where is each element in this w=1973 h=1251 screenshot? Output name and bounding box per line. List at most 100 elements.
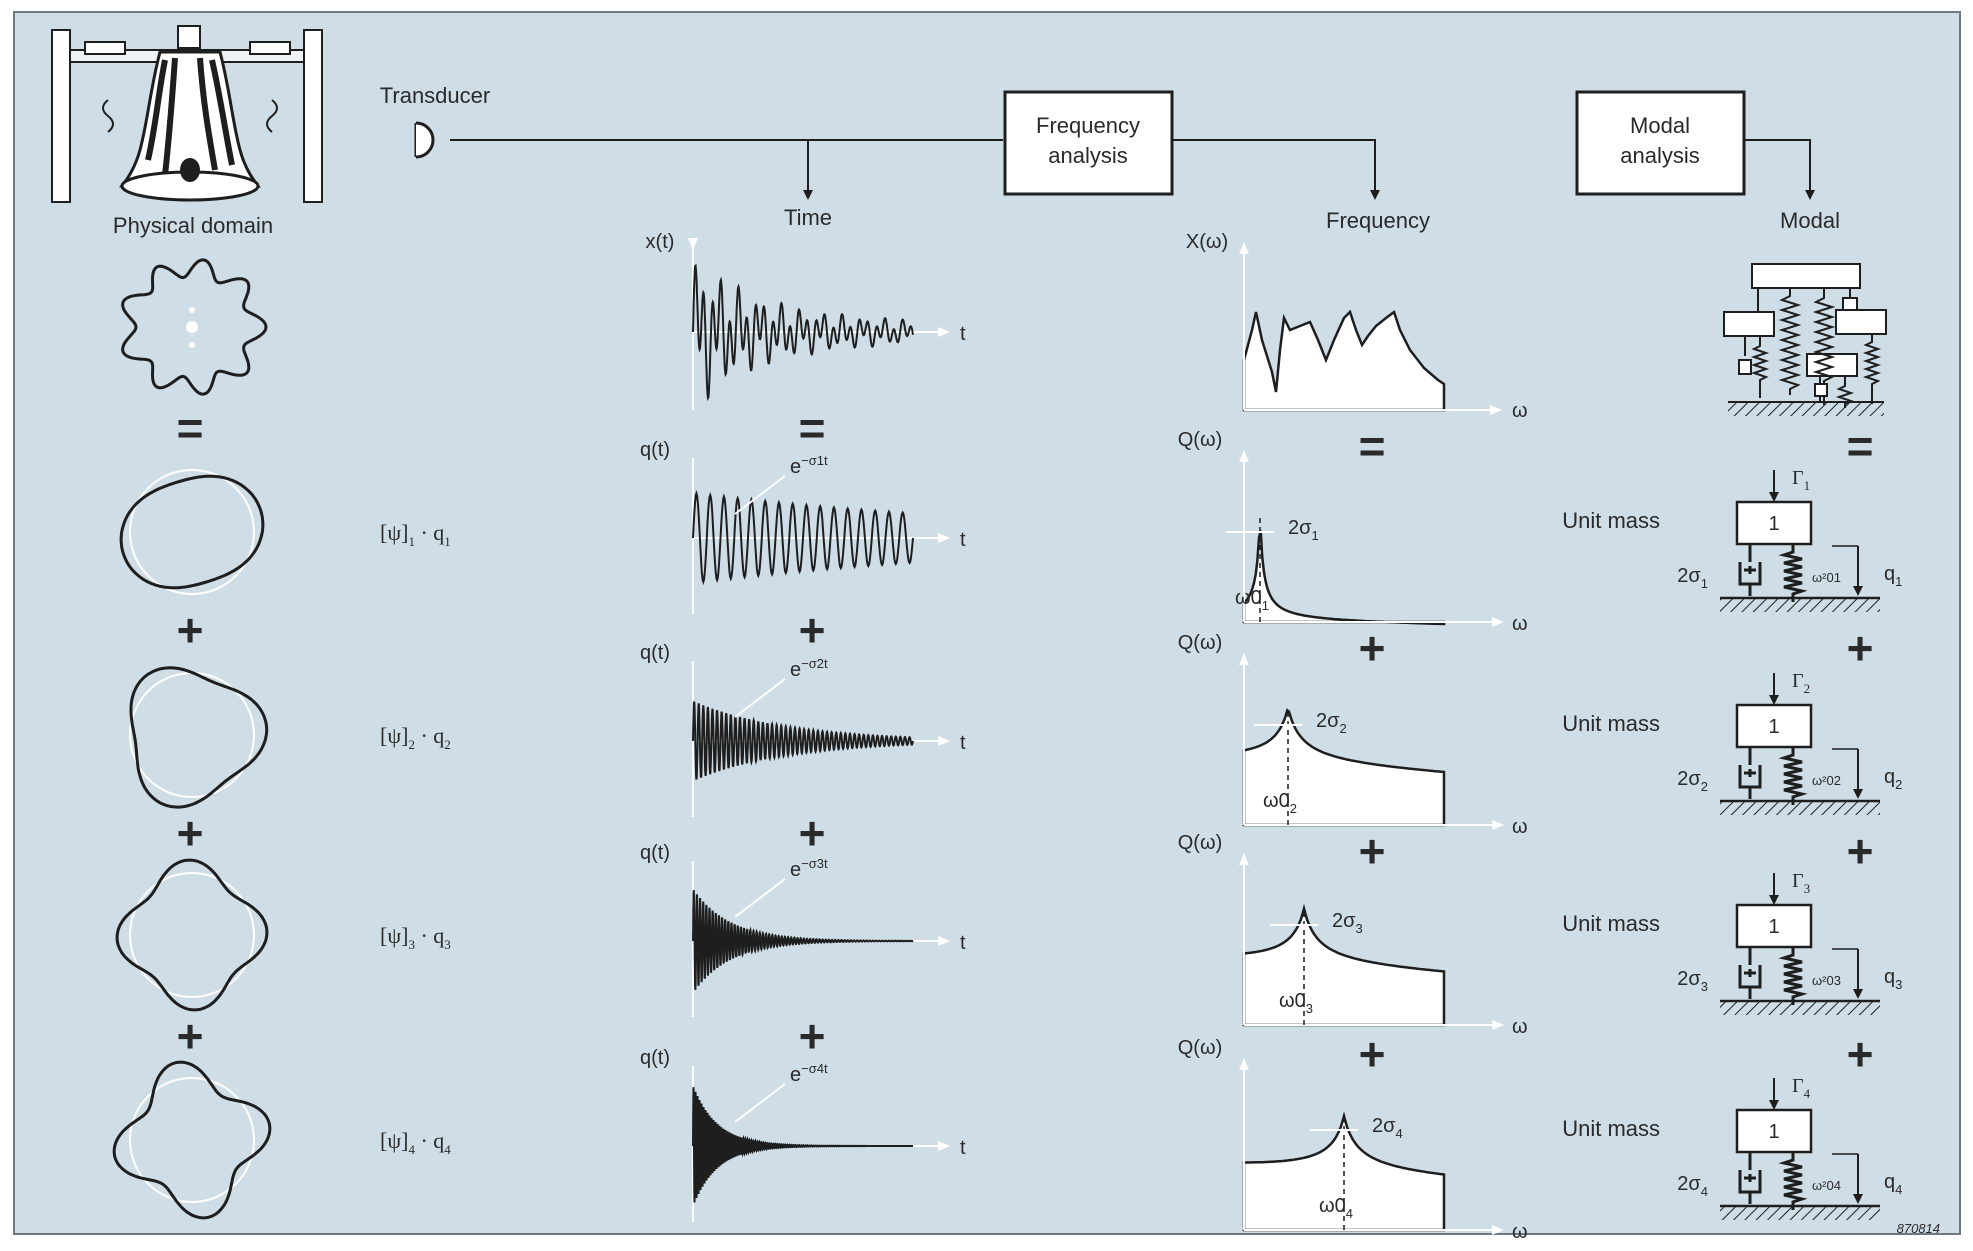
bell-mode-dots	[186, 307, 198, 348]
mass-block	[1735, 500, 1813, 546]
frequency-analysis-label-2: analysis	[1048, 143, 1127, 168]
damper	[1738, 544, 1762, 596]
mode-shape-4	[112, 1060, 272, 1220]
decay-waveform-2	[692, 701, 914, 780]
stiffness-label: ω²01	[1812, 570, 1841, 585]
t-axis-label: t	[960, 1137, 966, 1159]
resonance-curve-2	[1242, 708, 1446, 827]
Q-of-w-label: Q(ω)	[1178, 832, 1223, 854]
decay-waveform-1	[692, 489, 914, 586]
ground	[1720, 801, 1880, 815]
w-axis-label: ω	[1512, 400, 1528, 422]
w-axis-label: ω	[1512, 613, 1528, 635]
frequency-response-combined	[1239, 242, 1502, 415]
undeformed-shape	[129, 872, 255, 998]
ground	[1720, 1206, 1880, 1220]
w-axis-label: ω	[1512, 816, 1528, 838]
stiffness-label: ω²02	[1812, 773, 1841, 788]
Q-of-w-label: Q(ω)	[1178, 429, 1223, 451]
equals-sign: =	[1847, 420, 1874, 472]
mode-product-label: [ψ]4 · q4	[380, 1128, 451, 1157]
modal-analysis-label-2: analysis	[1620, 143, 1699, 168]
frequency-label: Frequency	[1326, 208, 1430, 233]
q-of-t-label: q(t)	[640, 842, 670, 864]
transducer-label: Transducer	[380, 83, 490, 108]
mode-product-label: [ψ]3 · q3	[380, 923, 451, 952]
envelope-pointer	[734, 678, 786, 718]
w-axis-label: ω	[1512, 1221, 1528, 1243]
mass-value: 1	[1768, 1121, 1779, 1143]
plus-sign: +	[1847, 825, 1874, 877]
Q-of-w-label: Q(ω)	[1178, 1037, 1223, 1059]
equals-sign: =	[177, 402, 204, 454]
mass-block	[1735, 703, 1813, 749]
natural-frequency-label: ω01	[1235, 587, 1269, 613]
multi-dof-model	[1723, 263, 1887, 416]
frequency-analysis-box	[1003, 90, 1174, 196]
spring	[1778, 544, 1808, 602]
ground	[1720, 598, 1880, 612]
physical-domain-label: Physical domain	[113, 213, 273, 238]
undeformed-shape	[129, 469, 255, 595]
resonance-curve-3	[1242, 903, 1446, 1027]
plus-sign: +	[799, 1010, 826, 1062]
unit-mass-label: Unit mass	[1562, 508, 1660, 533]
unit-mass-label: Unit mass	[1562, 711, 1660, 736]
X-of-w-label: X(ω)	[1186, 231, 1228, 253]
stiffness-label: ω²03	[1812, 973, 1841, 988]
mass-value: 1	[1768, 716, 1779, 738]
damping-coefficient-label: 2σ1	[1677, 565, 1708, 591]
undeformed-shape	[129, 1077, 255, 1203]
w-axis-label: ω	[1512, 1016, 1528, 1038]
modal-analysis-label-1: Modal	[1630, 113, 1690, 138]
q-of-t-label: q(t)	[640, 642, 670, 664]
spring	[1778, 1152, 1808, 1210]
mass-block	[1735, 903, 1813, 949]
t-axis-label: t	[960, 932, 966, 954]
modal-label: Modal	[1780, 208, 1840, 233]
time-response-combined	[688, 238, 950, 410]
stiffness-label: ω²04	[1812, 1178, 1841, 1193]
envelope-pointer	[734, 878, 786, 918]
unit-mass-label: Unit mass	[1562, 911, 1660, 936]
ground	[1720, 1001, 1880, 1015]
damping-label: 2σ2	[1316, 710, 1347, 736]
figure-number: 870814	[1897, 1221, 1940, 1236]
t-axis-label: t	[960, 529, 966, 551]
resonance-curve-1	[1242, 530, 1446, 626]
equals-sign: =	[799, 402, 826, 454]
envelope-pointer	[734, 475, 786, 515]
t-axis-label: t	[960, 323, 966, 345]
damper	[1738, 947, 1762, 999]
envelope-pointer	[734, 1083, 786, 1123]
plus-sign: +	[177, 604, 204, 656]
time-label: Time	[784, 205, 832, 230]
natural-frequency-label: ω03	[1279, 990, 1313, 1016]
damper	[1738, 747, 1762, 799]
plus-sign: +	[177, 807, 204, 859]
physical-mode-combined	[121, 258, 268, 396]
mass-value: 1	[1768, 513, 1779, 535]
damper	[1738, 1152, 1762, 1204]
mode-product-label: [ψ]2 · q2	[380, 723, 451, 752]
mode-shape-2	[129, 666, 269, 809]
decay-waveform-4	[692, 1087, 913, 1203]
q-of-t-label: q(t)	[640, 439, 670, 461]
plus-sign: +	[799, 807, 826, 859]
Q-of-w-label: Q(ω)	[1178, 632, 1223, 654]
t-axis-label: t	[960, 732, 966, 754]
plus-sign: +	[177, 1010, 204, 1062]
plus-sign: +	[1847, 1028, 1874, 1080]
modal-arrow	[1744, 139, 1815, 200]
unit-mass-label: Unit mass	[1562, 1116, 1660, 1141]
panel-background	[13, 11, 1961, 1235]
decay-waveform-3	[692, 890, 914, 990]
mode-shape-3	[115, 858, 269, 1012]
mode-shape-1	[119, 474, 265, 590]
plus-sign: +	[799, 604, 826, 656]
frequency-analysis-label-1: Frequency	[1036, 113, 1140, 138]
